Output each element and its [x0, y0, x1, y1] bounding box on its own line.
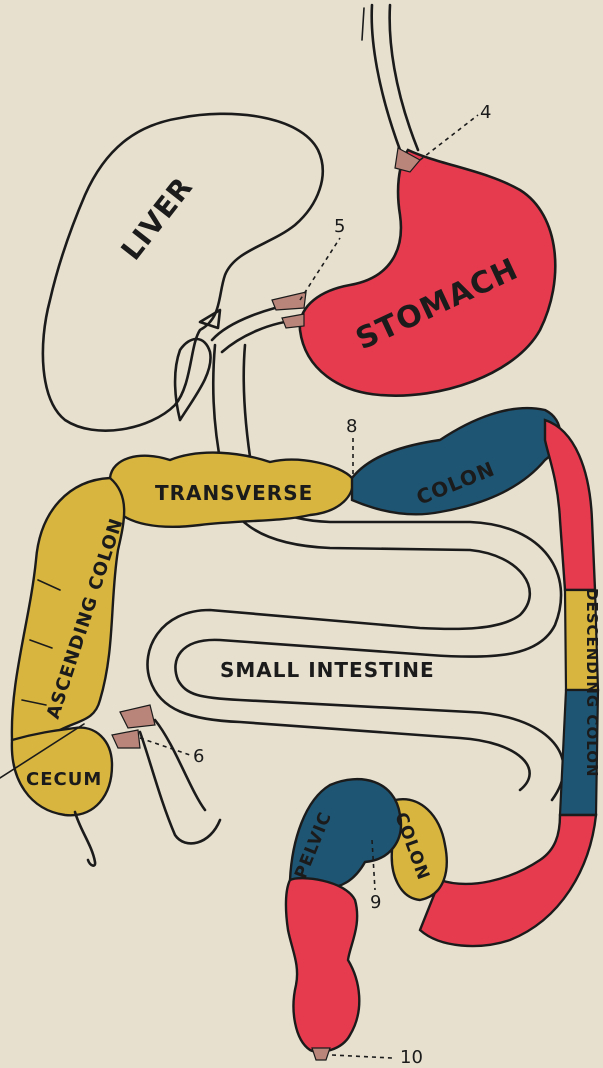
transverse-label: TRANSVERSE: [155, 481, 313, 505]
cecum-label: CECUM: [26, 769, 102, 790]
marker-9-label: 9: [370, 892, 381, 913]
marker-5-label: 5: [334, 216, 345, 237]
marker-10-label: 10: [400, 1047, 423, 1068]
marker-8-label: 8: [346, 416, 357, 437]
marker-6-label: 6: [193, 746, 204, 767]
small-intestine-label: SMALL INTESTINE: [220, 658, 435, 682]
marker-4-label: 4: [480, 102, 491, 123]
descending-label: DESCENDING COLON: [583, 588, 601, 778]
rectum: [286, 878, 359, 1060]
